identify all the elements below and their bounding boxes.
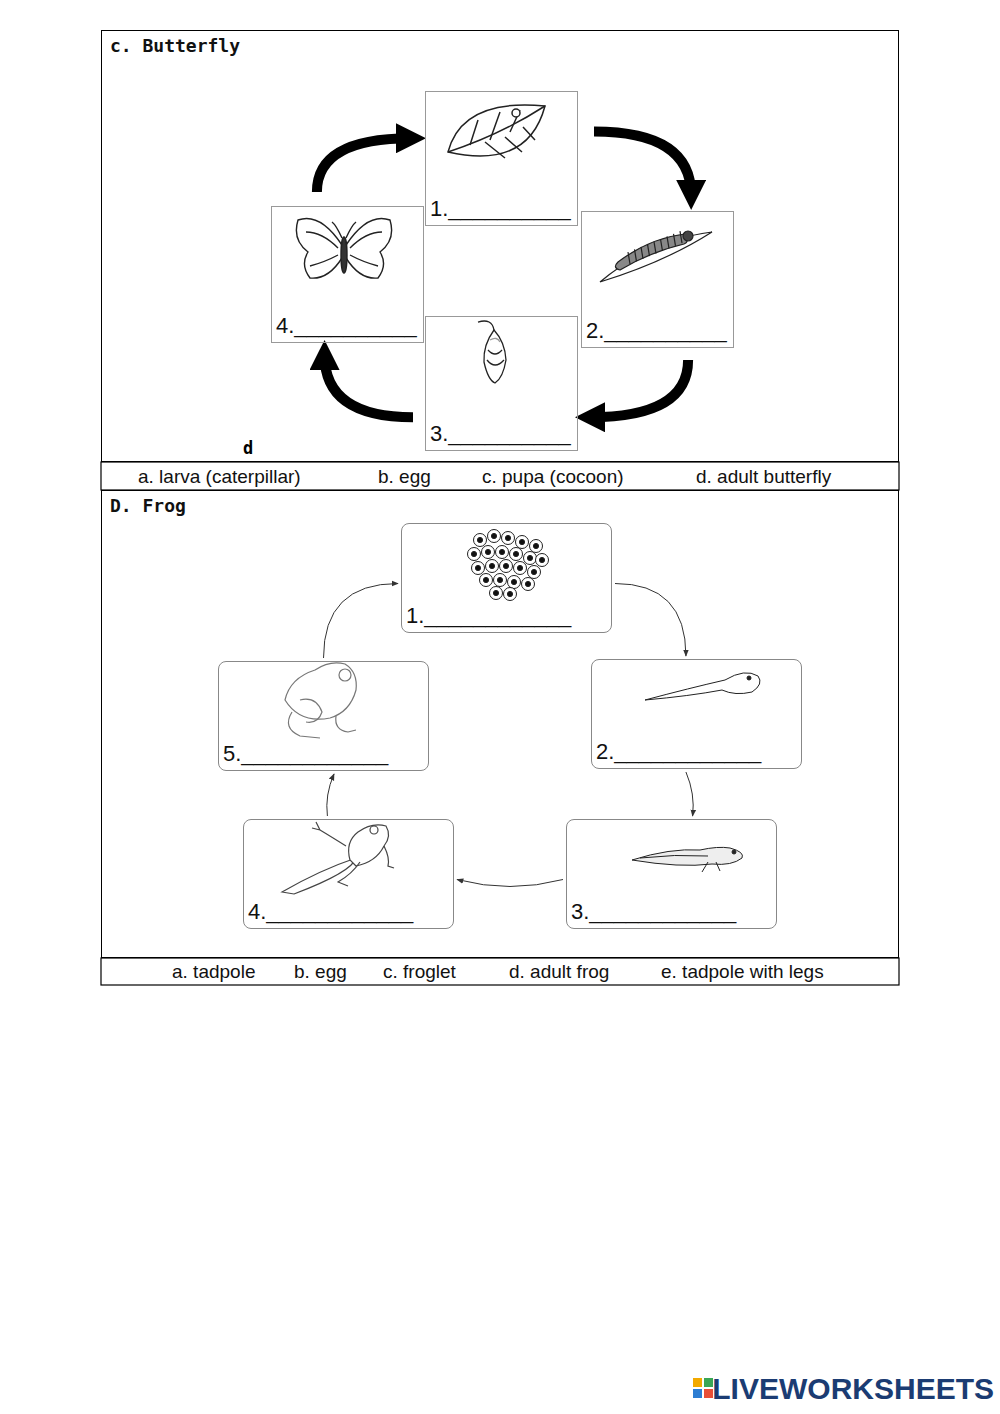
answer-blank: 2.____________ [596,739,761,765]
section-heading: c. Butterfly [110,35,240,56]
tadpole-with-legs-picture [632,847,743,872]
frog-picture [285,663,356,738]
answer-blank: 4.__________ [276,313,417,339]
stage-box: 2.____________ [591,659,802,769]
caterpillar-picture [600,231,712,282]
section-panel: D. Frog 1.____________ 2.____________ 3.___… [101,490,899,958]
cycle-arrow [325,355,413,417]
stage-box: 3.__________ [425,316,578,451]
stage-box: 5.____________ [218,661,429,771]
frog-eggs-picture [468,530,549,601]
option-text: b. egg [294,961,347,983]
option-text: a. tadpole [172,961,255,983]
section-heading: D. Frog [110,495,186,516]
cycle-arrow [590,360,688,417]
watermark: LIVEWORKSHEETS [712,1372,994,1406]
option-text: d. adult butterfly [696,466,831,488]
stage-box: 1.__________ [425,91,578,226]
answer-blank: 1.____________ [406,603,571,629]
froglet-picture [282,822,394,894]
options-row [101,462,899,490]
stage-box: 1.____________ [401,523,612,633]
stage-box: 2.__________ [581,211,734,348]
cycle-line [327,774,334,816]
answer-blank: 5.____________ [223,741,388,767]
option-text: e. tadpole with legs [661,961,824,983]
option-text: b. egg [378,466,431,488]
answer-blank: 1.__________ [430,196,571,222]
cycle-arrow [594,132,691,196]
cycle-line [615,584,686,657]
option-text: c. pupa (cocoon) [482,466,624,488]
cycle-line [686,772,693,816]
tadpole-picture [645,673,760,700]
section-panel: c. Butterfly 1.__________ 2.__________ 3.__… [101,30,899,462]
leaf-egg-picture [448,105,545,158]
stage-box: 4.__________ [271,206,424,343]
options-row [101,958,899,985]
cycle-line [457,880,563,887]
answer-blank: 3.____________ [571,899,736,925]
chrysalis-picture [478,321,506,383]
answer-blank: 2.__________ [586,318,727,344]
stray-letter: d [243,438,253,458]
option-text: d. adult frog [509,961,609,983]
option-text: c. froglet [383,961,456,983]
butterfly-picture [296,218,391,278]
cycle-line [324,584,399,659]
logo-icon [693,1378,713,1398]
cycle-arrow [317,138,411,192]
answer-blank: 3.__________ [430,421,571,447]
stage-box: 3.____________ [566,819,777,929]
answer-blank: 4.____________ [248,899,413,925]
stage-box: 4.____________ [243,819,454,929]
option-text: a. larva (caterpillar) [138,466,301,488]
